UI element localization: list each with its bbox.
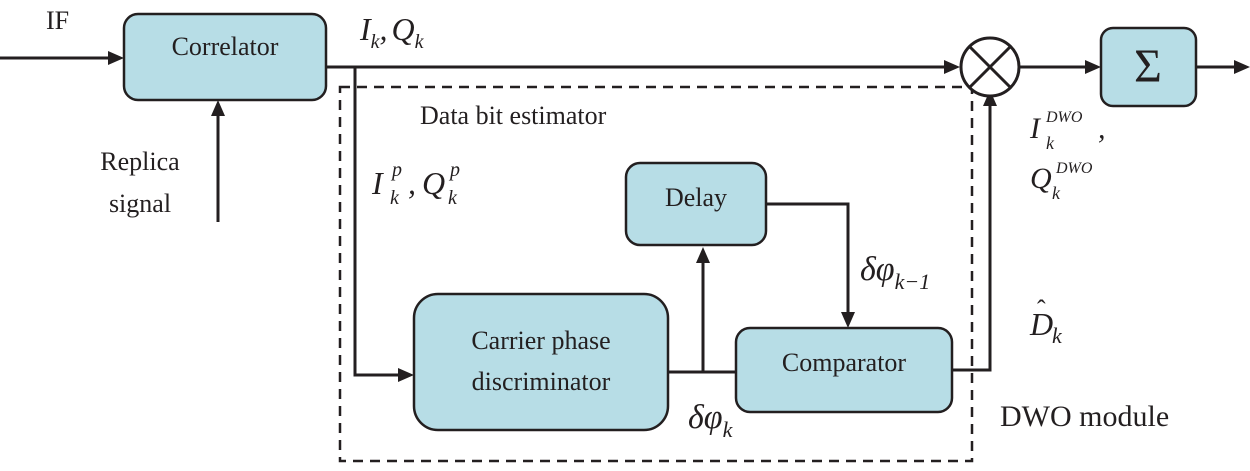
iq-label: Ik,Qk — [359, 11, 425, 53]
sum-input-arrow-head — [1085, 60, 1101, 74]
carrier-label-line1: Carrier phase — [471, 326, 610, 355]
multiplier-icon: ⊗ — [959, 36, 1021, 98]
comparator-block — [734, 326, 954, 414]
if-label: IF — [46, 6, 69, 35]
svg-text:I: I — [371, 165, 384, 201]
comparator-label: Comparator — [782, 348, 907, 377]
svg-text:,: , — [1098, 112, 1106, 145]
carrier-label-line2: discriminator — [472, 367, 611, 396]
prompt-iq-line — [353, 67, 398, 377]
delay-block — [624, 161, 768, 247]
delayed-dphi-line — [766, 202, 850, 312]
svg-text:DWO: DWO — [1045, 109, 1083, 126]
discriminator-input-arrow-head — [398, 368, 414, 382]
multiplier-dhat-arrow-head — [983, 90, 997, 106]
dphi-label: δφk — [688, 399, 734, 442]
svg-text:p: p — [448, 159, 460, 181]
svg-text:I: I — [1029, 112, 1042, 145]
svg-text:k: k — [1046, 133, 1055, 153]
dwo-module-label: DWO module — [1000, 400, 1169, 433]
delay-label: Delay — [665, 183, 727, 212]
correlator-label: Correlator — [172, 32, 279, 61]
if-arrow-head — [108, 51, 124, 65]
svg-text:ˆ: ˆ — [1037, 295, 1046, 324]
carrier-phase-discriminator-block — [412, 292, 670, 432]
replica-arrow-head — [211, 100, 225, 116]
correlator-block — [122, 12, 328, 102]
summation-block — [1099, 26, 1198, 108]
delay-input-arrow-head — [696, 247, 710, 263]
replica-label-line2: signal — [109, 189, 171, 218]
comparator-input-arrow-head — [841, 312, 855, 328]
data-bit-estimator-boundary — [338, 85, 974, 463]
svg-text:,: , — [408, 165, 416, 201]
svg-text:Q: Q — [1030, 162, 1052, 195]
svg-text:k: k — [1052, 323, 1063, 348]
svg-text:Q: Q — [422, 165, 445, 201]
replica-label-line1: Replica — [100, 147, 180, 176]
dhat-line — [952, 104, 992, 372]
svg-text:k: k — [390, 187, 400, 209]
svg-text:D: D — [1029, 306, 1053, 342]
svg-text:k: k — [448, 187, 458, 209]
dhat-label: D ˆ k — [1029, 295, 1063, 348]
svg-text:k: k — [1052, 183, 1061, 203]
data-bit-estimator-label: Data bit estimator — [420, 101, 607, 130]
final-output-arrow-head — [1234, 60, 1250, 74]
multiplier-input-arrow-head — [944, 60, 960, 74]
prompt-iq-label: I p k , Q p k — [371, 159, 460, 209]
dwo-output-label: I DWO k , Q DWO k — [1029, 109, 1106, 203]
svg-text:DWO: DWO — [1055, 160, 1093, 177]
sum-symbol: Σ — [1134, 40, 1162, 93]
svg-text:p: p — [390, 159, 402, 181]
delayed-dphi-label: δφk−1 — [860, 251, 930, 294]
